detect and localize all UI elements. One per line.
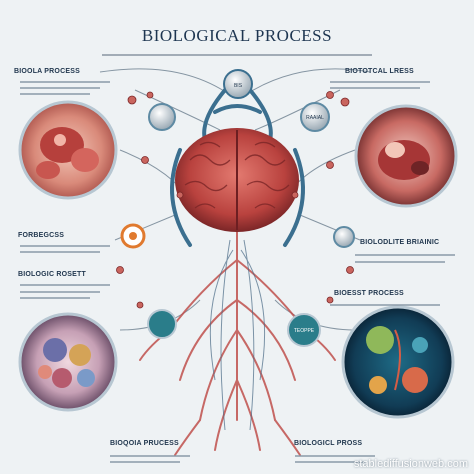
process-node-left-top [148, 103, 176, 131]
node-right-top-label: RAAIAL [306, 115, 324, 121]
page-title: BIOLOGICAL PROCESS [141, 26, 333, 45]
node-right-low-label: TEOPPE [294, 328, 315, 334]
label-mid-right-2: BIOESST PROCESS [334, 290, 404, 297]
label-bottom-left: BIOQOIA PRUCESS [110, 440, 179, 447]
label-bottom-right: BIOLOGICL PROSS [294, 440, 363, 447]
process-node-left-mid [120, 223, 146, 249]
label-top-left: BIOOLA PROCESS [14, 68, 80, 75]
cell-dots [116, 91, 354, 309]
virus-icon [341, 305, 455, 419]
label-mid-left-1: FORBEGCSS [18, 232, 65, 239]
brain-icon [175, 128, 299, 232]
cell-cluster-top-left [18, 100, 118, 200]
cell-cluster-bottom-left [18, 312, 118, 412]
cell-cluster-top-right [354, 104, 458, 208]
watermark: stablediffusionweb.com [353, 458, 468, 470]
process-node-left-low [147, 309, 177, 339]
process-node-right-top [300, 102, 330, 132]
label-mid-left-2: BIOLOGIC ROSETT [18, 271, 86, 278]
process-node-right-low [287, 313, 321, 347]
label-top-right: BIOTOTCAL LRESS [345, 68, 414, 75]
nerve-strands [209, 239, 266, 431]
caption-lines [20, 81, 455, 463]
process-node-top [223, 69, 253, 99]
label-mid-right-1: BIOLODLITE BRIAINIC [360, 239, 440, 246]
process-node-right-mid [333, 226, 355, 248]
node-top-label: BIS [234, 83, 243, 89]
